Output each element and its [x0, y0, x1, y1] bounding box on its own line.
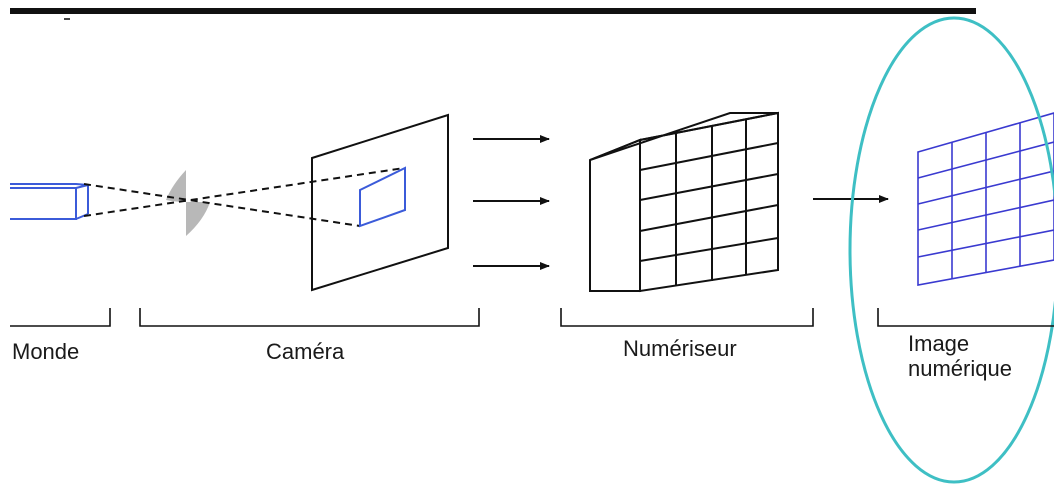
label-image-line1: Image — [908, 331, 969, 356]
lens-bottom — [186, 202, 210, 236]
highlight-ellipse — [848, 16, 1054, 484]
bracket-image — [877, 308, 1054, 327]
top-rule — [10, 8, 976, 14]
top-rule-speck — [64, 18, 70, 20]
projection-rays — [83, 167, 405, 227]
world-object — [10, 183, 89, 220]
label-digitizer: Numériseur — [623, 336, 737, 361]
bracket-digitizer — [560, 308, 814, 327]
label-camera: Caméra — [266, 339, 345, 364]
digitizer-cabinet — [589, 111, 779, 293]
camera-image-plane — [311, 113, 449, 292]
arrows-to-digitizer — [473, 135, 550, 270]
bracket-camera — [139, 308, 480, 327]
projected-image — [359, 166, 406, 228]
digital-image-grid — [917, 112, 1054, 286]
label-image-line2: numérique — [908, 356, 1012, 381]
bracket-world — [10, 308, 111, 327]
label-world: Monde — [12, 339, 79, 364]
lens-top — [166, 170, 186, 202]
section-brackets — [10, 308, 1054, 327]
